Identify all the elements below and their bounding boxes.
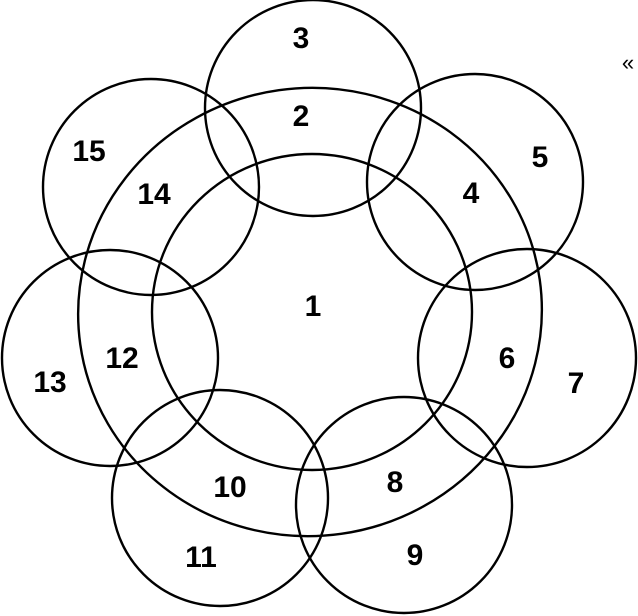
region-label-13: 13 (33, 366, 66, 399)
satellite-upper-right (365, 72, 585, 292)
region-label-7: 7 (568, 367, 585, 400)
satellite-upper-left (41, 77, 261, 297)
region-label-10: 10 (213, 471, 246, 504)
outer-ring (76, 86, 544, 538)
region-label-9: 9 (407, 539, 424, 572)
region-label-1: 1 (305, 290, 322, 323)
region-label-4: 4 (463, 177, 480, 210)
region-label-5: 5 (532, 141, 549, 174)
satellite-lower-right (294, 395, 514, 615)
satellite-left (0, 248, 220, 468)
region-label-3: 3 (293, 22, 310, 55)
region-label-12: 12 (105, 342, 138, 375)
corner-mark: « (622, 50, 634, 75)
region-label-2: 2 (293, 100, 310, 133)
region-label-14: 14 (137, 178, 171, 211)
satellite-lower-left (110, 388, 330, 608)
satellite-right (416, 247, 638, 469)
region-label-6: 6 (499, 342, 516, 375)
region-label-8: 8 (387, 466, 404, 499)
region-label-11: 11 (185, 541, 217, 574)
satellite-top (203, 0, 423, 218)
region-label-15: 15 (72, 135, 105, 168)
center-circle (150, 152, 474, 472)
